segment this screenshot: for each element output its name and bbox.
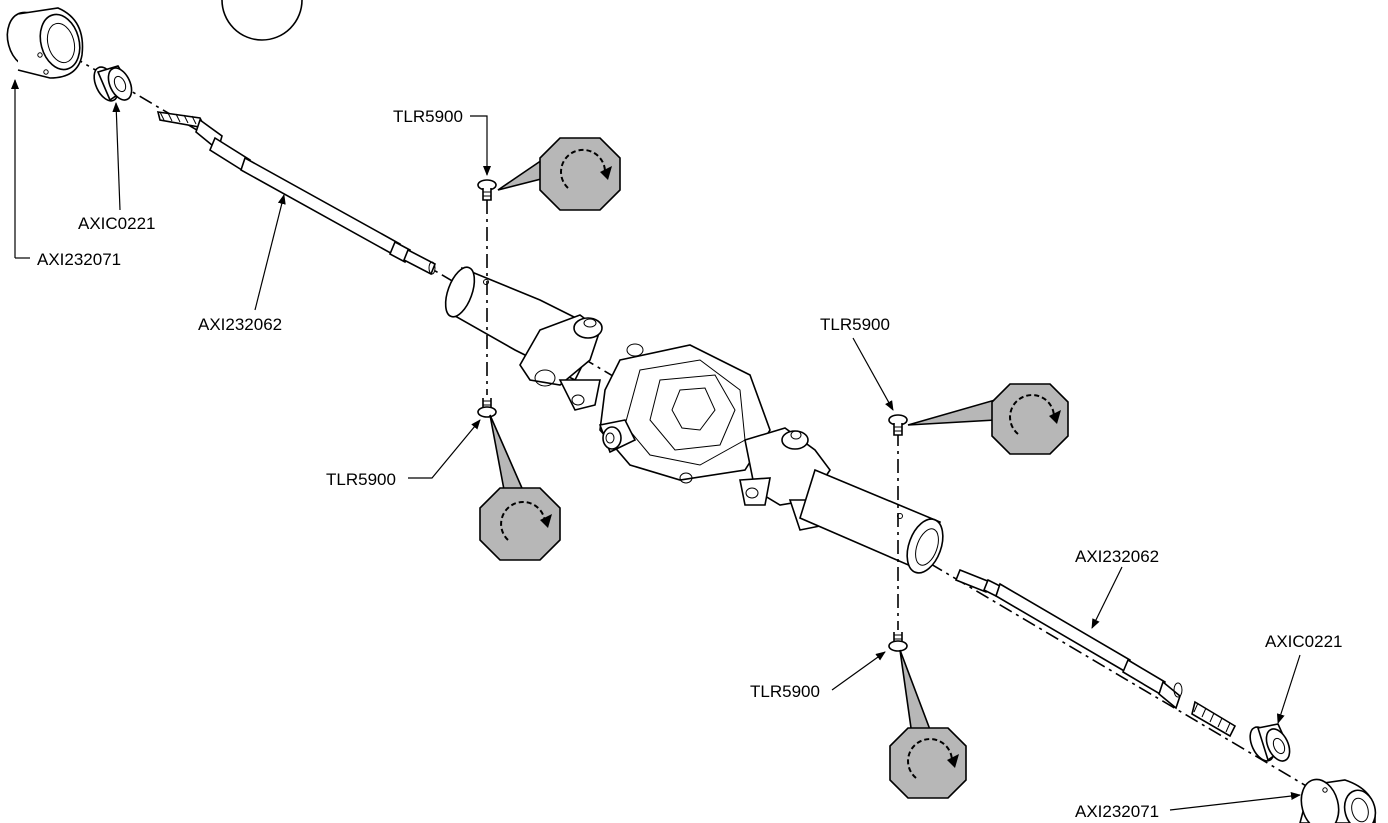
rotate-clockwise-icon — [497, 137, 621, 211]
leader-axi232071-bottom — [1169, 792, 1301, 811]
label-axi232071-bottom: AXI232071 — [1075, 802, 1159, 821]
cutoff-part-outline — [221, 0, 303, 41]
label-axi232062-bottom: AXI232062 — [1075, 547, 1159, 566]
tlr5900-screw-top — [477, 179, 497, 201]
label-axic0221-top: AXIC0221 — [78, 214, 156, 233]
rotate-clockwise-icon — [907, 383, 1069, 455]
leader-tlr5900-bottom — [831, 651, 886, 691]
axle-housing — [444, 266, 944, 574]
axi232062-shaft-left — [156, 111, 437, 276]
leader-axi232062-bottom — [1091, 566, 1123, 629]
axi232062-shaft-right — [954, 568, 1237, 738]
label-axic0221-bottom: AXIC0221 — [1265, 632, 1343, 651]
leader-tlr5900-top — [470, 115, 491, 176]
tlr5900-screw-left — [477, 398, 497, 418]
leader-axic0221-bottom — [1276, 654, 1301, 724]
rotate-clockwise-icon — [479, 414, 561, 561]
leader-tlr5900-right — [852, 337, 894, 411]
axi232071-hub-left — [6, 7, 84, 79]
label-tlr5900-bottom: TLR5900 — [750, 682, 820, 701]
axic0221-bearing-left — [93, 65, 133, 102]
leader-axic0221-top — [112, 102, 121, 211]
label-axi232071-top: AXI232071 — [37, 250, 121, 269]
label-tlr5900-left: TLR5900 — [326, 470, 396, 489]
axi232071-hub-right — [1299, 778, 1377, 823]
axic0221-bearing-right — [1249, 723, 1291, 762]
tlr5900-screw-bottom — [888, 632, 908, 652]
tlr5900-screw-right — [888, 414, 908, 436]
label-tlr5900-top: TLR5900 — [393, 107, 463, 126]
leader-axi232062-top — [254, 194, 286, 311]
label-tlr5900-right: TLR5900 — [820, 315, 890, 334]
rotate-clockwise-icon — [889, 649, 967, 799]
label-axi232062-top: AXI232062 — [198, 315, 282, 334]
leader-tlr5900-left — [408, 419, 481, 479]
